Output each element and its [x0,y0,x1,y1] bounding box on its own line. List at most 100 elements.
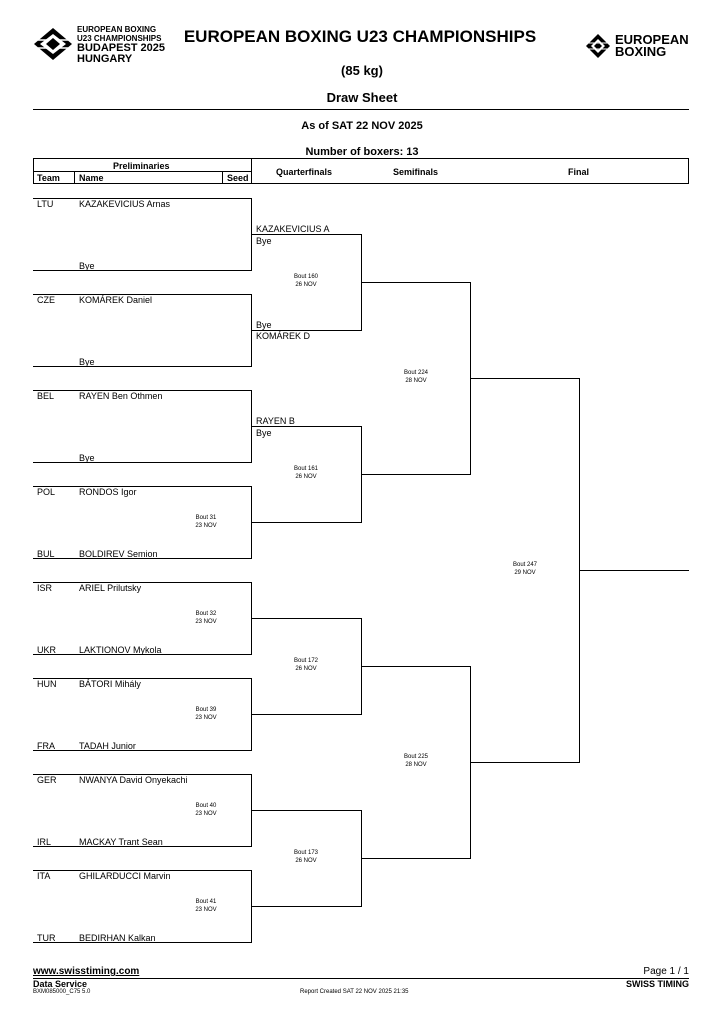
col-quarterfinals: Quarterfinals [276,167,333,177]
team-code: ISR [37,583,53,593]
boxer-name: RAYEN Ben Othmen [79,391,163,401]
team-code: CZE [37,295,55,305]
boxer-name: KOMÁREK Daniel [79,295,153,305]
report-code: BXM085000_C75 5.0 [33,989,91,995]
team-code: GER [37,775,57,785]
website-link[interactable]: www.swisstiming.com [33,966,140,977]
col-final: Final [568,167,590,177]
col-seed: Seed [227,173,249,183]
quarterfinal-name: KOMÁREK D [256,331,311,341]
page-number: Page 1 / 1 [643,966,689,977]
bout-date: 26 NOV [295,858,317,864]
boxer-name: TADAH Junior [79,741,136,751]
logo-text: EUROPEAN [615,32,689,47]
bout-label: Bout 160 26 NOV [276,273,336,289]
bout-date: 23 NOV [195,715,217,721]
boxing-emblem-icon [586,34,610,58]
logo-text: U23 CHAMPIONSHIPS [77,34,162,43]
bout-number: Bout 160 [293,274,319,280]
bout-date: 26 NOV [295,474,317,480]
boxer-name: NWANYA David Onyekachi [79,775,188,785]
boxer-count: Number of boxers: 13 [305,146,419,158]
bout-number: Bout 32 [195,611,217,617]
bout-label: Bout 40 23 NOV [176,802,236,818]
data-service-label: Data Service [33,979,88,989]
bout-number: Bout 161 [293,466,319,472]
bout-date: 23 NOV [195,619,217,625]
logo-text: BOXING [615,44,667,59]
page-title: EUROPEAN BOXING U23 CHAMPIONSHIPS [183,27,537,46]
team-code: LTU [37,199,54,209]
boxer-name: ARIEL Prilutsky [79,583,142,593]
bout-date: 23 NOV [195,811,217,817]
bout-date: 29 NOV [514,570,536,576]
bout-date: 26 NOV [295,282,317,288]
boxer-name: Bye [79,453,95,463]
quarterfinal-name: Bye [256,320,272,330]
quarterfinal-name: Bye [256,236,272,246]
bout-label: Bout 173 26 NOV [276,849,336,865]
boxer-name: RONDOS Igor [79,487,137,497]
boxer-name: Bye [79,357,95,367]
team-code: POL [37,487,56,497]
quarterfinal-name: Bye [256,428,272,438]
as-of-date: As of SAT 22 NOV 2025 [301,120,423,132]
boxer-name: LAKTIONOV Mykola [79,645,162,655]
bout-label: Bout 161 26 NOV [276,465,336,481]
bout-label: Bout 41 23 NOV [176,898,236,914]
logo-text: EUROPEAN BOXING [77,25,157,34]
report-created: Report Created SAT 22 NOV 2025 21:35 [300,989,409,995]
championship-logo: EUROPEAN BOXING U23 CHAMPIONSHIPS BUDAPE… [33,25,173,65]
bout-date: 26 NOV [295,666,317,672]
bout-date: 28 NOV [405,762,427,768]
bout-label: Bout 39 23 NOV [176,706,236,722]
bout-number: Bout 41 [195,899,217,905]
boxer-name: Bye [79,261,95,271]
logo-text: BUDAPEST 2025 [77,42,166,54]
team-code: UKR [37,645,57,655]
team-code: BEL [37,391,55,401]
sheet-title: Draw Sheet [326,90,398,105]
team-code: ITA [37,871,51,881]
bout-label: Bout 172 26 NOV [276,657,336,673]
quarterfinal-name: RAYEN B [256,416,295,426]
logo-text: HUNGARY [77,53,133,65]
boxer-name: BEDIRHAN Kalkan [79,933,156,943]
col-preliminaries: Preliminaries [113,161,170,171]
bout-label: Bout 247 29 NOV [495,561,555,577]
team-code: TUR [37,933,56,943]
bout-label: Bout 32 23 NOV [176,610,236,626]
team-code: IRL [37,837,52,847]
col-name: Name [79,173,104,183]
bout-number: Bout 40 [195,803,217,809]
bout-number: Bout 39 [195,707,217,713]
col-semifinals: Semifinals [393,167,439,177]
bout-date: 23 NOV [195,907,217,913]
bout-date: 23 NOV [195,523,217,529]
swiss-timing-brand: SWISS TIMING [626,979,689,989]
weight-class: (85 kg) [341,63,383,78]
bout-date: 28 NOV [405,378,427,384]
boxer-name: BOLDIREV Semion [79,549,158,559]
bout-number: Bout 172 [293,658,319,664]
bout-label: Bout 225 28 NOV [386,753,446,769]
bout-number: Bout 225 [403,754,429,760]
bout-number: Bout 173 [293,850,319,856]
divider [33,109,689,110]
boxer-name: GHILARDUCCI Marvin [79,871,171,881]
team-code: BUL [37,549,55,559]
bout-number: Bout 247 [512,562,538,568]
european-boxing-logo: EUROPEAN BOXING [585,33,695,61]
team-code: FRA [37,741,55,751]
bout-number: Bout 31 [195,515,217,521]
quarterfinal-name: KAZAKEVICIUS A [256,224,330,234]
boxer-name: MACKAY Trant Sean [79,837,163,847]
boxer-name: BÁTORI Mihály [79,679,141,689]
boxing-emblem-icon [34,28,72,60]
col-team: Team [37,173,60,183]
bout-label: Bout 31 23 NOV [176,514,236,530]
team-code: HUN [37,679,57,689]
boxer-name: KAZAKEVICIUS Arnas [79,199,171,209]
